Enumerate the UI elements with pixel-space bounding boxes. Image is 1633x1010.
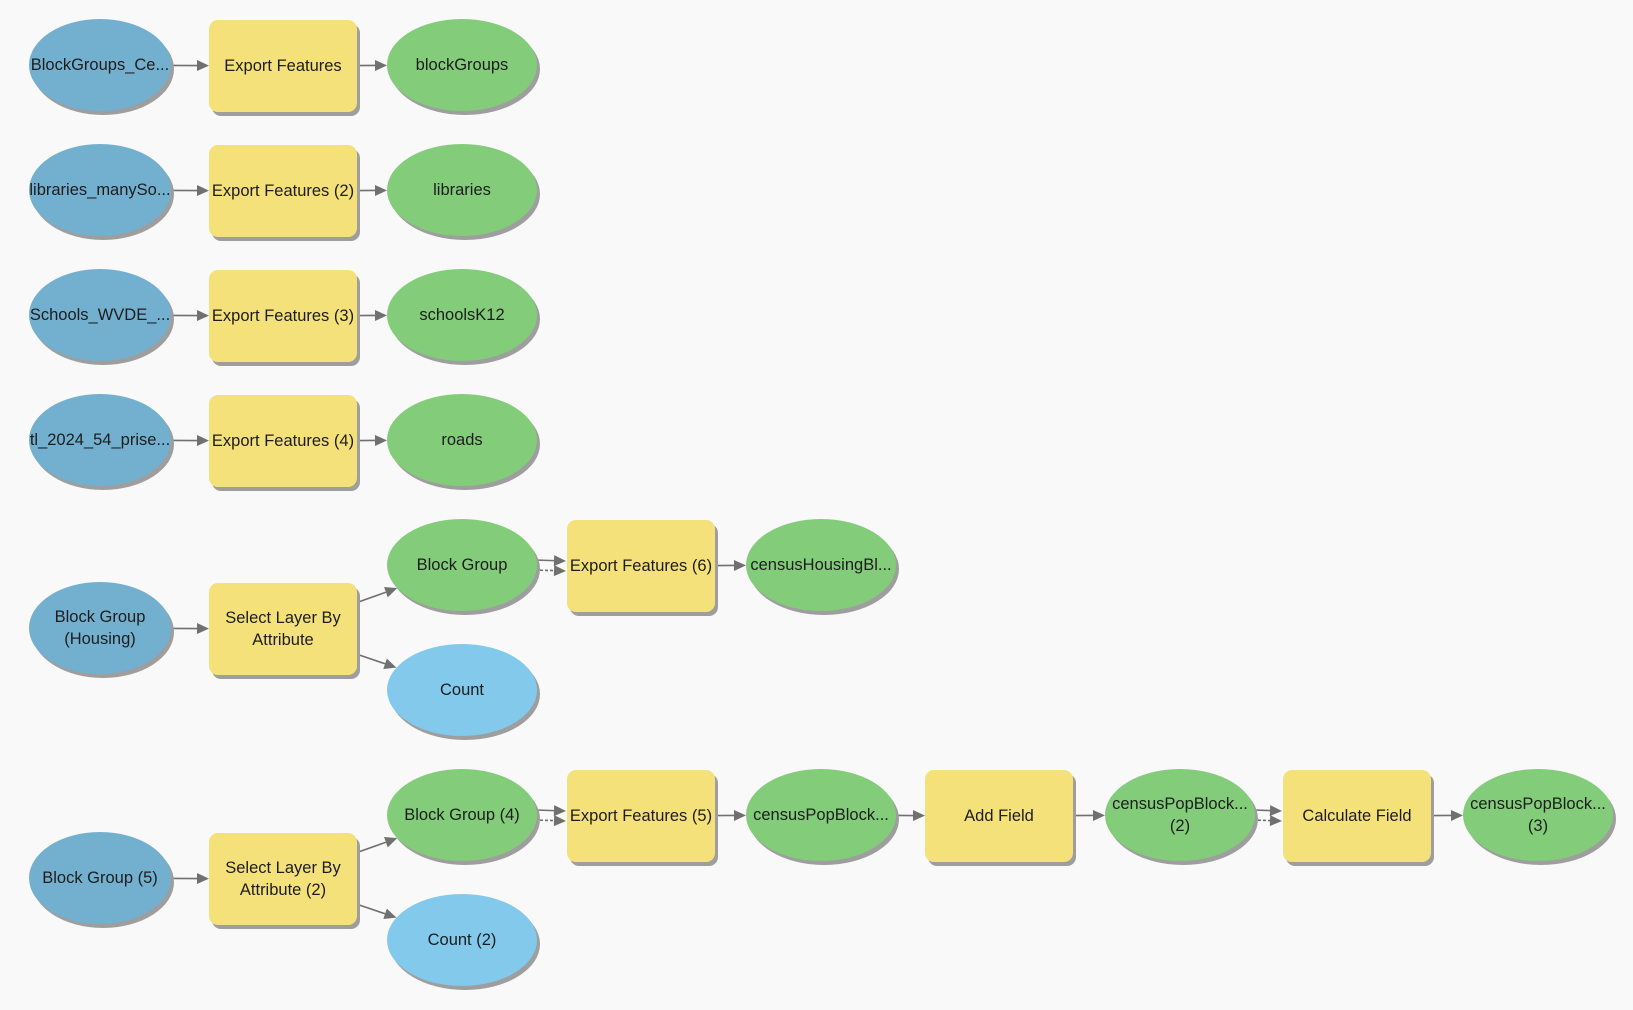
arrowhead bbox=[196, 623, 209, 635]
tool-node[interactable]: Export Features bbox=[209, 20, 357, 112]
connector-arrow bbox=[895, 810, 925, 822]
arrowhead bbox=[384, 587, 398, 598]
connector-arrow bbox=[534, 805, 566, 817]
connector-arrow bbox=[1252, 815, 1282, 827]
output-node[interactable]: libraries bbox=[387, 144, 537, 236]
arrowhead bbox=[1269, 815, 1282, 827]
arrowhead bbox=[196, 60, 209, 72]
tool-node[interactable]: Select Layer By Attribute (2) bbox=[209, 833, 357, 925]
connector-line bbox=[534, 809, 555, 812]
arrowhead bbox=[1269, 805, 1282, 817]
connector-line bbox=[356, 591, 387, 604]
arrowhead bbox=[912, 810, 925, 822]
connector-arrow bbox=[170, 623, 209, 635]
input-node[interactable]: Block Group (5) bbox=[29, 832, 171, 924]
connector-line bbox=[534, 559, 555, 562]
arrowhead bbox=[374, 309, 388, 321]
arrowhead bbox=[383, 658, 397, 669]
output-node[interactable]: schoolsK12 bbox=[387, 269, 537, 361]
value-node[interactable]: Count (2) bbox=[387, 894, 537, 986]
arrowhead bbox=[553, 805, 566, 817]
output-node[interactable]: censusPopBlock... (3) bbox=[1463, 769, 1613, 861]
arrowhead bbox=[196, 873, 209, 885]
input-node[interactable]: BlockGroups_Ce... bbox=[29, 19, 171, 111]
arrowhead bbox=[553, 815, 566, 827]
connector-arrow bbox=[714, 559, 747, 571]
connector-arrow bbox=[170, 185, 209, 197]
arrowhead bbox=[196, 185, 209, 197]
arrowhead bbox=[553, 555, 566, 567]
connector-line bbox=[356, 841, 387, 854]
arrowhead bbox=[733, 559, 747, 571]
tool-node[interactable]: Export Features (5) bbox=[567, 770, 715, 862]
input-node[interactable]: tl_2024_54_prise... bbox=[29, 394, 171, 486]
arrowhead bbox=[374, 59, 388, 71]
connector-arrow bbox=[356, 837, 398, 854]
tool-node[interactable]: Export Features (4) bbox=[209, 395, 357, 487]
connector-line bbox=[356, 653, 386, 665]
arrowhead bbox=[374, 184, 388, 196]
connector-arrow bbox=[356, 309, 388, 321]
connector-arrow bbox=[534, 565, 566, 577]
arrowhead bbox=[553, 565, 566, 577]
connector-arrow bbox=[356, 59, 388, 71]
output-node[interactable]: Block Group bbox=[387, 519, 537, 611]
output-node[interactable]: Block Group (4) bbox=[387, 769, 537, 861]
connector-arrow bbox=[356, 587, 398, 604]
connector-line bbox=[534, 569, 555, 572]
connector-line bbox=[1252, 809, 1271, 812]
tool-node[interactable]: Export Features (3) bbox=[209, 270, 357, 362]
connector-arrow bbox=[356, 184, 388, 196]
arrowhead bbox=[1092, 809, 1106, 821]
tool-node[interactable]: Calculate Field bbox=[1283, 770, 1431, 862]
arrowhead bbox=[384, 837, 398, 848]
connector-arrow bbox=[714, 809, 747, 821]
connector-arrow bbox=[356, 903, 397, 919]
connector-arrow bbox=[534, 815, 566, 827]
arrowhead bbox=[383, 908, 397, 919]
connector-line bbox=[356, 903, 386, 915]
output-node[interactable]: censusPopBlock... bbox=[746, 769, 896, 861]
connector-arrow bbox=[1430, 809, 1464, 821]
input-node[interactable]: Schools_WVDE_... bbox=[29, 269, 171, 361]
output-node[interactable]: censusHousingBl... bbox=[746, 519, 896, 611]
output-node[interactable]: blockGroups bbox=[387, 19, 537, 111]
connector-arrow bbox=[356, 434, 388, 446]
arrowhead bbox=[1450, 809, 1464, 821]
connector-arrow bbox=[170, 435, 209, 447]
connector-arrow bbox=[1252, 805, 1282, 817]
connector-arrow bbox=[170, 60, 209, 72]
tool-node[interactable]: Export Features (2) bbox=[209, 145, 357, 237]
tool-node[interactable]: Select Layer By Attribute bbox=[209, 583, 357, 675]
connector-arrow bbox=[356, 653, 397, 669]
connector-arrow bbox=[170, 310, 209, 322]
tool-node[interactable]: Export Features (6) bbox=[567, 520, 715, 612]
output-node[interactable]: censusPopBlock... (2) bbox=[1105, 769, 1255, 861]
arrowhead bbox=[196, 435, 209, 447]
connector-line bbox=[534, 819, 555, 822]
arrowhead bbox=[733, 809, 747, 821]
output-node[interactable]: roads bbox=[387, 394, 537, 486]
connector-arrow bbox=[534, 555, 566, 567]
input-node[interactable]: libraries_manySo... bbox=[29, 144, 171, 236]
tool-node[interactable]: Add Field bbox=[925, 770, 1073, 862]
connector-line bbox=[1252, 819, 1271, 822]
connector-arrow bbox=[1072, 809, 1106, 821]
arrowhead bbox=[196, 310, 209, 322]
arrowhead bbox=[374, 434, 388, 446]
value-node[interactable]: Count bbox=[387, 644, 537, 736]
input-node[interactable]: Block Group (Housing) bbox=[29, 582, 171, 674]
connector-arrow bbox=[170, 873, 209, 885]
